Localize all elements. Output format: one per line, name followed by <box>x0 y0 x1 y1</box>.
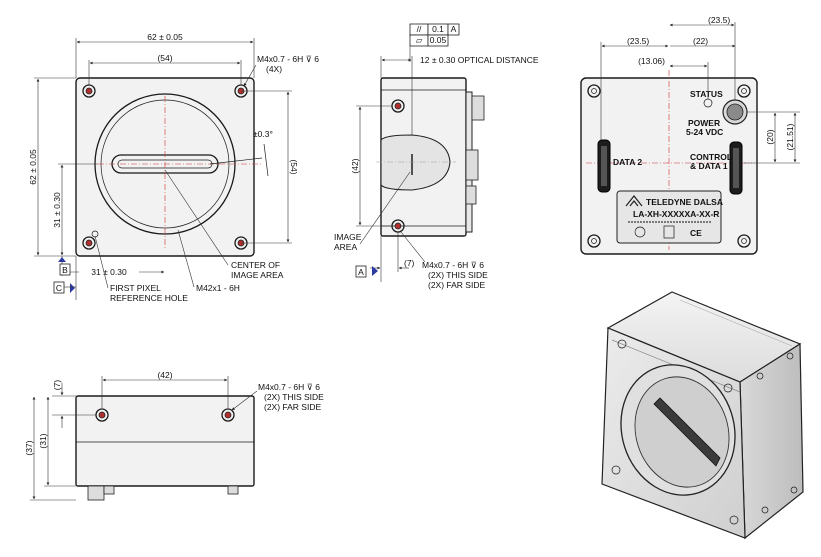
side-view: // 0.1 A ▱ 0.05 12 ± 0.30 OPTICAL DISTAN… <box>334 23 539 290</box>
parallel-tolerance: 0.1 <box>432 24 444 34</box>
parallel-datum: A <box>451 24 457 34</box>
power-voltage: 5-24 VDC <box>686 127 723 137</box>
bottom-height-31: (31) <box>38 433 48 448</box>
dim-23-5-left: (23.5) <box>627 36 649 46</box>
lens-mount-profile <box>380 134 451 191</box>
datum-c-box <box>53 281 65 294</box>
bottom-top-offset: (7) <box>52 380 62 391</box>
isometric-view <box>601 291 804 540</box>
dim-22: (22) <box>693 36 708 46</box>
bottom-view: (42) (7) (37) (31) M4x0.7 - 6H ⊽ 6 (2X) … <box>24 370 324 501</box>
bottom-hole-span: (42) <box>157 370 172 380</box>
bottom-hole-far: (2X) FAR SIDE <box>264 402 321 412</box>
bottom-height-37: (37) <box>24 440 34 455</box>
iso-sensor-slot <box>653 397 721 467</box>
center-h-dim: 31 ± 0.30 <box>91 267 127 277</box>
bottom-hole-callout: M4x0.7 - 6H ⊽ 6 <box>258 382 320 392</box>
first-pixel-label: FIRST PIXEL <box>110 283 161 293</box>
front-view: 62 ± 0.05 (54) 62 ± 0.05 31 ± 0.30 (54) … <box>28 32 319 303</box>
back-view: STATUS POWER 5-24 VDC DATA 2 CONTROL & D… <box>580 15 800 255</box>
center-image-label: CENTER OF <box>231 260 280 270</box>
datum-c: C <box>56 283 62 293</box>
image-area-label: IMAGE <box>334 232 362 242</box>
control-label: CONTROL <box>690 152 732 162</box>
model-label: LA-XH-XXXXXA-XX-R <box>633 209 719 219</box>
connector <box>471 95 485 121</box>
connector <box>465 149 479 181</box>
hole-span-h: (54) <box>157 53 172 63</box>
dim-20: (20) <box>765 129 775 144</box>
image-area-label-2: AREA <box>334 242 357 252</box>
optical-distance: 12 ± 0.30 OPTICAL DISTANCE <box>420 55 539 65</box>
bin-icon <box>663 225 675 239</box>
bottom-connector <box>87 485 105 501</box>
mount-hole-callout: M4x0.7 - 6H ⊽ 6 <box>257 54 319 64</box>
datum-b: B <box>62 265 68 275</box>
offset-dim: (7) <box>404 258 415 268</box>
dim-23-5-top: (23.5) <box>708 15 730 25</box>
teledyne-logo-icon <box>625 195 643 207</box>
bottom-hole-this: (2X) THIS SIDE <box>264 392 324 402</box>
side-hole-callout: M4x0.7 - 6H ⊽ 6 <box>422 260 484 270</box>
datum-b-box <box>59 263 71 276</box>
side-hole-far: (2X) FAR SIDE <box>428 280 485 290</box>
hole-span-v: (54) <box>289 159 299 174</box>
dim-21-51: (21.51) <box>785 123 795 150</box>
first-pixel-label-2: REFERENCE HOLE <box>110 293 188 303</box>
lens-mount-label: M42x1 - 6H <box>196 283 240 293</box>
status-label: STATUS <box>690 89 723 99</box>
center-v-dim: 31 ± 0.30 <box>52 192 62 228</box>
side-hole-this: (2X) THIS SIDE <box>428 270 488 280</box>
flatness-tolerance: 0.05 <box>430 35 447 45</box>
dim-13-06: (13.06) <box>638 56 665 66</box>
width-dim: 62 ± 0.05 <box>147 32 183 42</box>
data2-label: DATA 2 <box>613 157 642 167</box>
bottom-housing <box>75 395 255 487</box>
flatness-symbol: ▱ <box>416 35 423 45</box>
angle-tolerance: ±0.3° <box>253 129 273 139</box>
hole-span: (42) <box>350 158 360 173</box>
height-dim: 62 ± 0.05 <box>28 149 38 185</box>
power-label: POWER <box>688 118 720 128</box>
qr-code-icon <box>634 226 646 238</box>
datum-a: A <box>358 267 364 277</box>
parallel-symbol: // <box>417 24 422 34</box>
control-label-2: & DATA 1 <box>690 161 728 171</box>
brand-label: TELEDYNE DALSA <box>646 197 723 207</box>
mount-hole <box>82 236 96 250</box>
ce-mark: CE <box>690 228 702 238</box>
label-plate <box>616 190 722 244</box>
mount-hole-qty: (4X) <box>266 64 282 74</box>
center-image-label-2: IMAGE AREA <box>231 270 284 280</box>
